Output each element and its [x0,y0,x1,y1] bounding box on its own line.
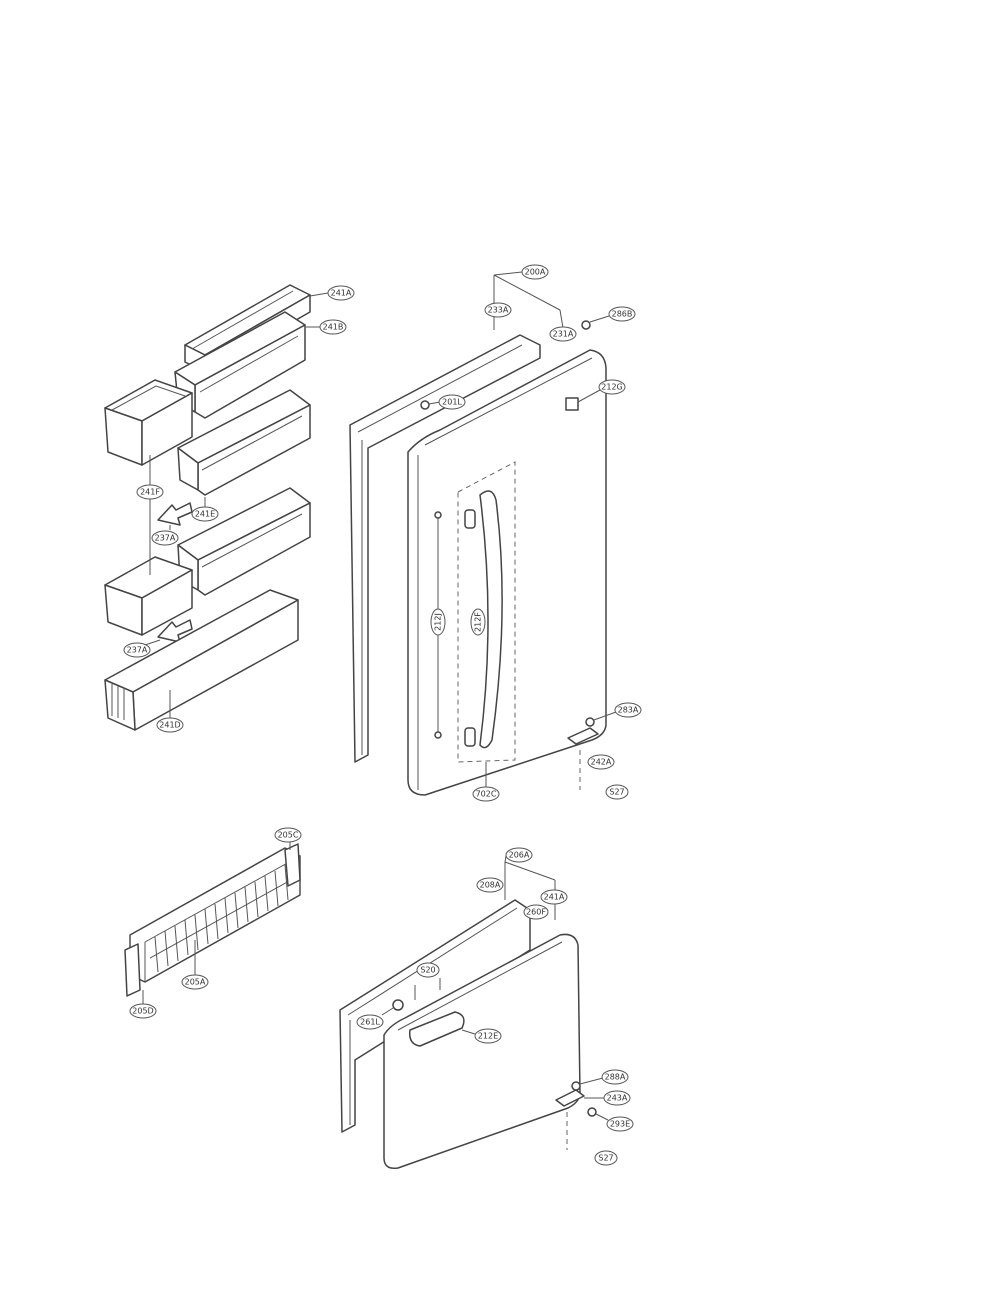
bin-241f-upper [104,379,193,466]
callouts: 241A 241B 241F 241E 237A 237A 241D 200A … [123,264,642,1166]
refrigerator-door-group [349,274,607,796]
bin-241f-lower [104,556,193,636]
basket-end-cap-205c [284,843,301,887]
callout-241a-lower: 241A [544,893,565,902]
handle-frame [457,461,516,763]
door-bins-group [104,284,311,731]
callout-243a: 243A [607,1094,628,1103]
callout-283a: 283A [618,706,639,715]
callout-s27-upper: S27 [609,788,624,797]
callout-200a: 200A [525,268,546,277]
callout-242a: 242A [591,758,612,767]
part-286b [581,320,591,330]
arrow-237a-upper [157,502,193,526]
cap-201l [420,400,430,410]
door-handle-212f [464,490,503,749]
callout-241d: 241D [159,721,180,730]
basket-end-cap-205d [124,943,141,997]
callout-212j: 212J [434,613,443,631]
bin-241d [104,589,299,731]
callout-237a-upper: 237A [155,534,176,543]
callout-s27-lower: S27 [598,1154,613,1163]
callout-212f: 212F [474,612,483,632]
callout-212g: 212G [601,383,622,392]
hinge-243a [555,1089,585,1107]
callout-241b: 241B [323,323,344,332]
callout-237a-lower: 237A [127,646,148,655]
callout-231a: 231A [553,330,574,339]
callout-208a: 208A [480,881,501,890]
wire-basket-group [124,843,301,997]
hinge-242a [567,727,599,745]
callout-286b: 286B [612,310,633,319]
callout-s20: S20 [420,966,435,975]
callout-260f: 260F [526,908,546,917]
callout-241a: 241A [331,289,352,298]
callout-233a: 233A [488,306,509,315]
callout-288a: 288A [605,1073,626,1082]
callout-205c: 205C [278,831,299,840]
callout-261l: 261L [360,1018,380,1027]
cap-261l [392,999,404,1011]
badge-212g [565,397,579,411]
freezer-handle-212e [408,1011,465,1047]
callout-293e: 293E [610,1120,630,1129]
bin-241e-lower [177,487,311,596]
callout-212e: 212E [478,1032,498,1041]
freezer-door-group [339,861,597,1170]
callout-205d: 205D [132,1007,153,1016]
callout-205a: 205A [185,978,206,987]
bin-241e-upper [177,389,311,496]
basket-wires [154,864,289,973]
callout-241f: 241F [140,488,160,497]
callout-241e: 241E [195,510,215,519]
callout-206a: 206A [509,851,530,860]
callout-201l: 201L [442,398,462,407]
callout-702c: 702C [476,790,497,799]
